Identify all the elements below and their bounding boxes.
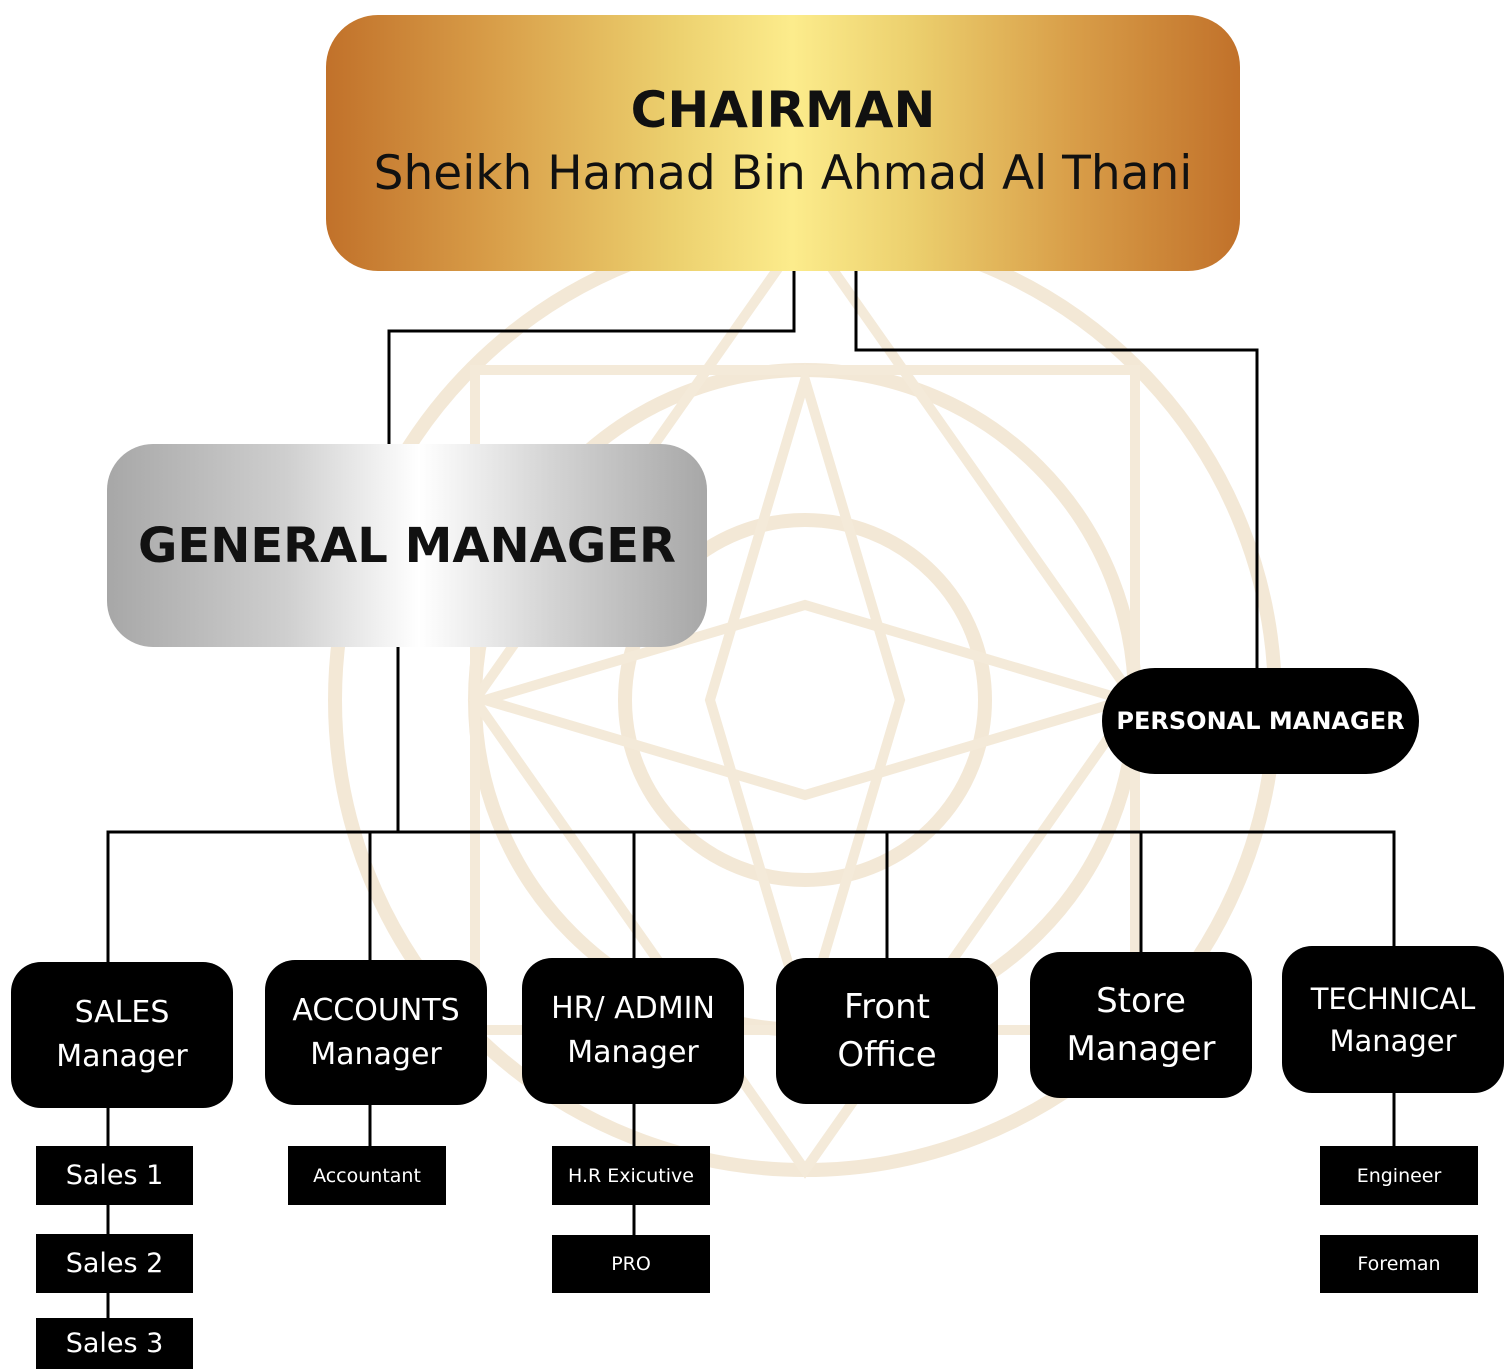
- store-manager-line1: Store: [1096, 981, 1186, 1021]
- sales-manager-line1: SALES: [74, 995, 170, 1030]
- sales-manager-box: SALES Manager: [11, 962, 233, 1108]
- front-office-box: Front Office: [776, 958, 998, 1104]
- hr-admin-manager-line2: Manager: [567, 1035, 699, 1070]
- sales-manager-line2: Manager: [56, 1039, 188, 1074]
- personal-manager-title: PERSONAL MANAGER: [1116, 707, 1405, 735]
- general-manager-title: GENERAL MANAGER: [138, 517, 676, 574]
- general-manager-box: GENERAL MANAGER: [107, 444, 707, 647]
- staff-engineer: Engineer: [1320, 1146, 1478, 1205]
- accounts-manager-line1: ACCOUNTS: [292, 992, 460, 1028]
- chairman-name: Sheikh Hamad Bin Ahmad Al Thani: [373, 146, 1193, 201]
- chairman-title: CHAIRMAN: [630, 81, 936, 139]
- staff-hr-executive: H.R Exicutive: [552, 1146, 710, 1205]
- technical-manager-box: TECHNICAL Manager: [1282, 946, 1504, 1093]
- accounts-manager-line2: Manager: [310, 1036, 442, 1072]
- hr-admin-manager-line1: HR/ ADMIN: [551, 991, 715, 1026]
- accounts-manager-box: ACCOUNTS Manager: [265, 960, 487, 1105]
- hr-admin-manager-box: HR/ ADMIN Manager: [522, 958, 744, 1104]
- staff-foreman: Foreman: [1320, 1235, 1478, 1293]
- staff-pro: PRO: [552, 1235, 710, 1293]
- staff-sales-1: Sales 1: [36, 1146, 193, 1205]
- personal-manager-box: PERSONAL MANAGER: [1102, 668, 1419, 774]
- staff-sales-2: Sales 2: [36, 1234, 193, 1293]
- store-manager-line2: Manager: [1066, 1029, 1216, 1069]
- staff-sales-3: Sales 3: [36, 1318, 193, 1369]
- chairman-box: CHAIRMAN Sheikh Hamad Bin Ahmad Al Thani: [326, 15, 1240, 271]
- technical-manager-line2: Manager: [1329, 1023, 1457, 1058]
- front-office-line1: Front: [844, 987, 930, 1027]
- staff-accountant: Accountant: [288, 1146, 446, 1205]
- technical-manager-line1: TECHNICAL: [1310, 981, 1476, 1016]
- store-manager-box: Store Manager: [1030, 952, 1252, 1098]
- front-office-line2: Office: [837, 1035, 937, 1075]
